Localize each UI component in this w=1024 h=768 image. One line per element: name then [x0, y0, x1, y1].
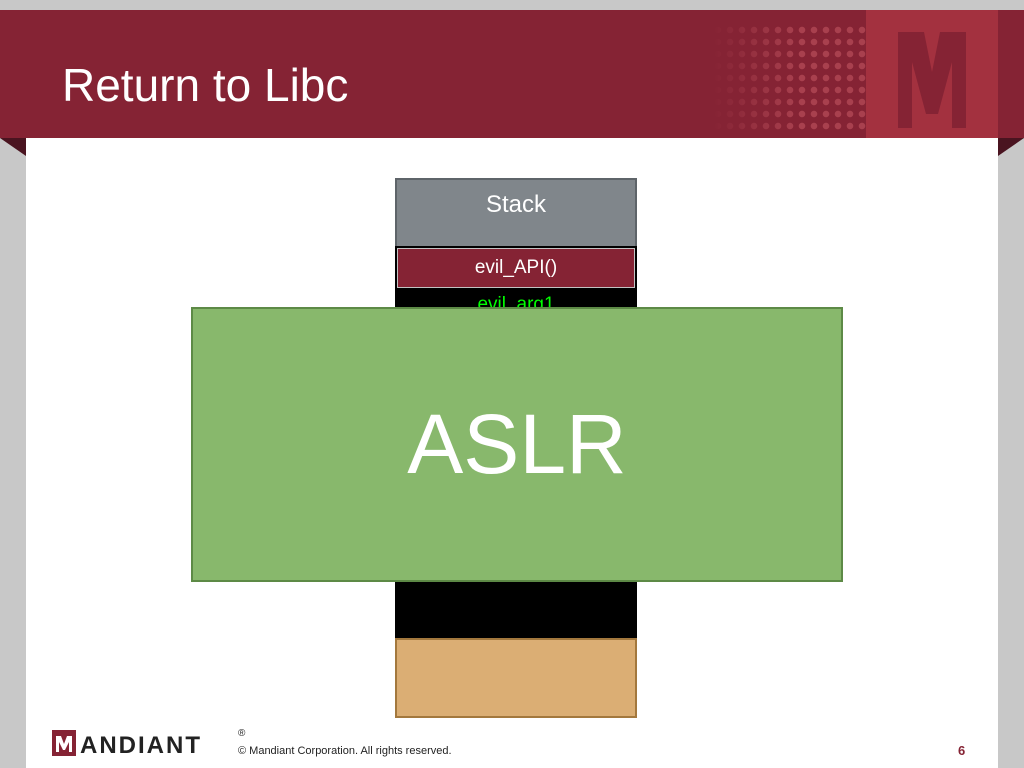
- dot-pattern-decoration: [712, 24, 868, 134]
- mandiant-m-logo: [866, 10, 998, 138]
- copyright-text: © Mandiant Corporation. All rights reser…: [238, 745, 452, 757]
- header-fold-right: [998, 138, 1024, 156]
- slide-title: Return to Libc: [62, 59, 349, 111]
- m-letter-icon: [898, 32, 966, 128]
- stack-header: Stack: [395, 178, 637, 248]
- stack-cell-evil-api: evil_API(): [397, 248, 635, 288]
- stack-base-block: [395, 638, 637, 718]
- logo-wordmark: ANDIANT: [80, 732, 202, 759]
- page-number: 6: [958, 743, 966, 758]
- aslr-overlay-box: ASLR: [191, 307, 843, 582]
- m-logo-icon: [52, 730, 76, 756]
- slide-header: [0, 10, 1024, 138]
- header-fold-left: [0, 138, 26, 156]
- registered-mark: ®: [238, 728, 246, 739]
